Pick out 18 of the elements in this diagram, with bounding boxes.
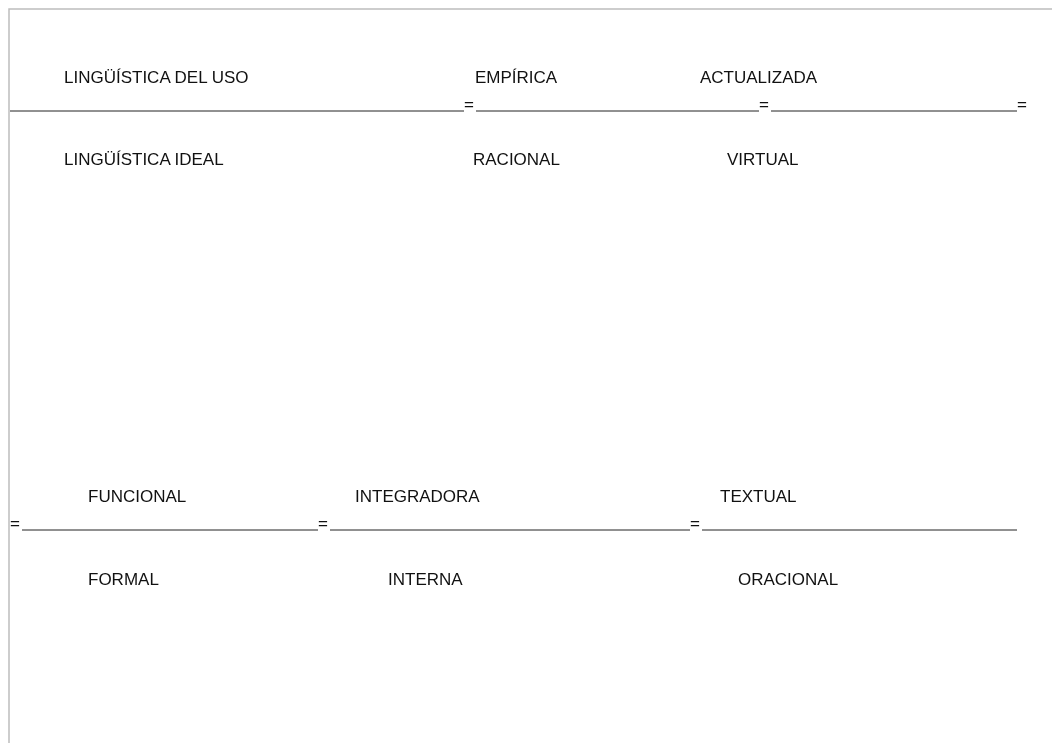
- term-label: TEXTUAL: [720, 487, 797, 507]
- term-label: EMPÍRICA: [475, 68, 558, 88]
- term-label: INTERNA: [388, 570, 463, 590]
- term-label: =: [759, 95, 769, 115]
- term-label: VIRTUAL: [727, 150, 799, 170]
- term-label: INTEGRADORA: [355, 487, 480, 507]
- term-label: FUNCIONAL: [88, 487, 187, 507]
- term-label: ORACIONAL: [738, 570, 839, 590]
- term-label: RACIONAL: [473, 150, 560, 170]
- term-label: FORMAL: [88, 570, 159, 590]
- term-label: =: [464, 95, 474, 115]
- term-label: =: [1017, 95, 1027, 115]
- term-label: LINGÜÍSTICA IDEAL: [64, 150, 224, 170]
- term-label: =: [690, 514, 700, 534]
- term-label: LINGÜÍSTICA DEL USO: [64, 68, 249, 88]
- term-label: =: [318, 514, 328, 534]
- term-label: ACTUALIZADA: [700, 68, 818, 88]
- term-label: =: [10, 514, 20, 534]
